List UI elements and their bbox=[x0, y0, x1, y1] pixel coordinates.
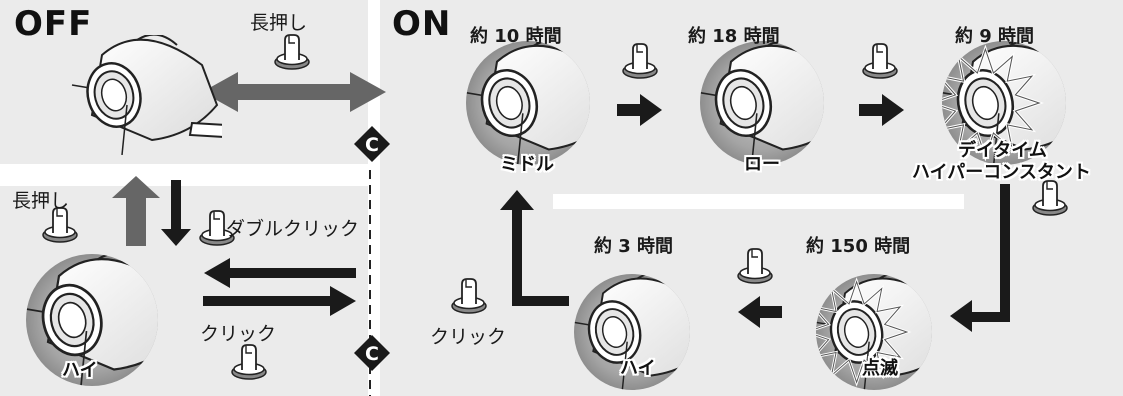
mode-high-label: ハイ bbox=[62, 360, 98, 381]
svg-text:C: C bbox=[365, 134, 379, 156]
long-press-left-label: 長押し bbox=[12, 190, 70, 212]
arrow-middle-to-low bbox=[617, 94, 662, 126]
lamp-daytime-icon bbox=[942, 41, 1066, 165]
double-click-button-icon bbox=[199, 210, 235, 246]
mode-high-on-label: ハイ bbox=[620, 358, 656, 379]
arrow-high-to-middle bbox=[500, 190, 569, 306]
double-click-label: ダブルクリック bbox=[226, 218, 360, 240]
button-press-icons bbox=[42, 34, 1068, 380]
arrow-flash-to-high bbox=[738, 296, 782, 328]
on-title: ON bbox=[392, 4, 452, 44]
click-button-icon bbox=[451, 278, 487, 314]
on-panel-divider bbox=[553, 194, 964, 209]
time-low: 約 18 時間 bbox=[688, 26, 780, 47]
lamp-illustrations bbox=[26, 35, 1066, 390]
click-label: クリック bbox=[200, 323, 277, 345]
click-button-icon bbox=[1032, 180, 1068, 216]
click-button-icon bbox=[737, 248, 773, 284]
click-right-arrow bbox=[203, 286, 356, 316]
time-middle: 約 10 時間 bbox=[470, 26, 562, 47]
mode-daytime-label-line1: デイタイム bbox=[958, 140, 1047, 161]
svg-text:C: C bbox=[365, 343, 379, 365]
on-click-label: クリック bbox=[430, 326, 507, 348]
click-left-arrow bbox=[204, 258, 356, 288]
time-daytime: 約 9 時間 bbox=[955, 26, 1035, 47]
click-button-icon bbox=[862, 43, 898, 79]
long-press-top-label: 長押し bbox=[250, 12, 308, 34]
long-press-button-icon bbox=[274, 34, 310, 70]
time-flash: 約 150 時間 bbox=[806, 236, 911, 257]
click-button-icon bbox=[622, 43, 658, 79]
c-marker-icon: C bbox=[353, 334, 391, 372]
mode-daytime-label-line2: ハイパーコンスタント bbox=[912, 162, 1091, 183]
double-click-down-arrow bbox=[161, 180, 191, 246]
off-title: OFF bbox=[14, 4, 93, 44]
mode-low-label: ロー bbox=[744, 154, 780, 175]
off-on-double-arrow bbox=[202, 72, 386, 112]
time-high: 約 3 時間 bbox=[594, 236, 674, 257]
arrow-daytime-to-flash bbox=[950, 184, 1010, 332]
long-press-button-icon bbox=[42, 207, 78, 243]
long-press-up-arrow bbox=[112, 176, 160, 246]
arrow-low-to-daytime bbox=[859, 94, 904, 126]
c-marker-icon: C bbox=[353, 125, 391, 163]
mode-middle-label: ミドル bbox=[500, 154, 554, 175]
off-lamp-icon bbox=[71, 35, 222, 155]
mode-flash-label: 点滅 bbox=[862, 358, 898, 379]
click-button-icon bbox=[231, 344, 267, 380]
